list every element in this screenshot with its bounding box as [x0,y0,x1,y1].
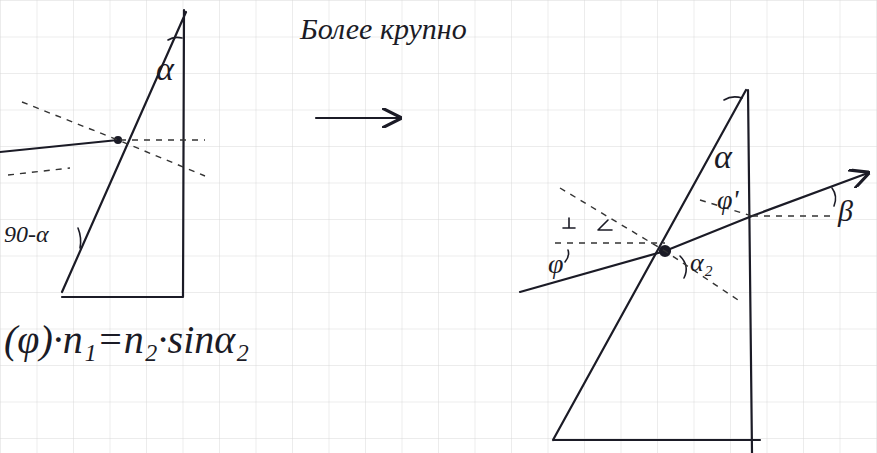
normal-line [560,188,738,300]
angle-arc [78,228,81,248]
angle-arc [565,250,569,262]
angle-label: β [838,196,853,226]
ray [520,173,868,292]
angle-label: φ [548,250,564,278]
prism [553,90,760,453]
dashed-line [555,200,830,243]
angle-arc [832,188,836,206]
angle-label: α [156,52,174,86]
angle-label: α₂ [690,250,713,276]
formula: (φ)·n₁=n₂·sinα₂ [4,320,249,360]
ray [0,140,118,152]
angle-label: φ' [717,186,738,214]
arrow [316,117,400,119]
normal-line [22,102,205,176]
dashed-line [8,140,205,175]
angle-label: α [714,140,732,174]
angle-arc [168,37,182,40]
angle-arc [724,97,742,100]
prism [62,10,186,297]
note: Более крупно [300,14,467,44]
angle-arc [680,256,686,278]
angle-label: 90-α [4,222,49,246]
angle-mark [563,218,612,230]
